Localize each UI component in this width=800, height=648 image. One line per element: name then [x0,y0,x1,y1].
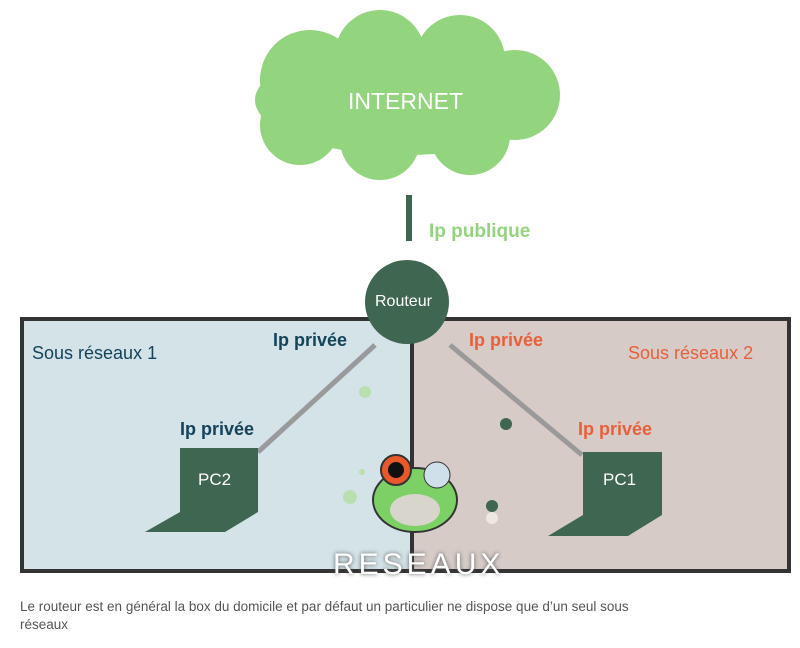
internet-label: INTERNET [348,88,463,114]
pc2-label: PC2 [198,470,232,489]
pc1-laptop-icon[interactable] [548,452,662,536]
caption: Le routeur est en général la box du domi… [20,599,629,632]
pc1-label: PC1 [603,470,637,489]
link-pc2 [256,343,377,454]
public-ip-label: Ip publique [429,221,531,242]
subnet2-router-ip: Ip privée [469,330,544,350]
frog-logo-icon [343,386,512,533]
subnet1-pc-ip: Ip privée [180,419,255,439]
subnet2-label: Sous réseaux 2 [628,343,754,363]
subnet1-router-ip: Ip privée [273,330,348,350]
router-node[interactable] [365,260,449,344]
subnet1-label: Sous réseaux 1 [32,343,158,363]
pc2-laptop-icon[interactable] [145,448,258,532]
subnet2-pc-ip: Ip privée [578,419,653,439]
internet-cloud [255,10,560,180]
uplink-line [406,195,412,241]
link-pc1 [448,343,584,457]
router-label: Routeur [375,293,432,310]
logo-text: RESEAUX [333,548,505,581]
